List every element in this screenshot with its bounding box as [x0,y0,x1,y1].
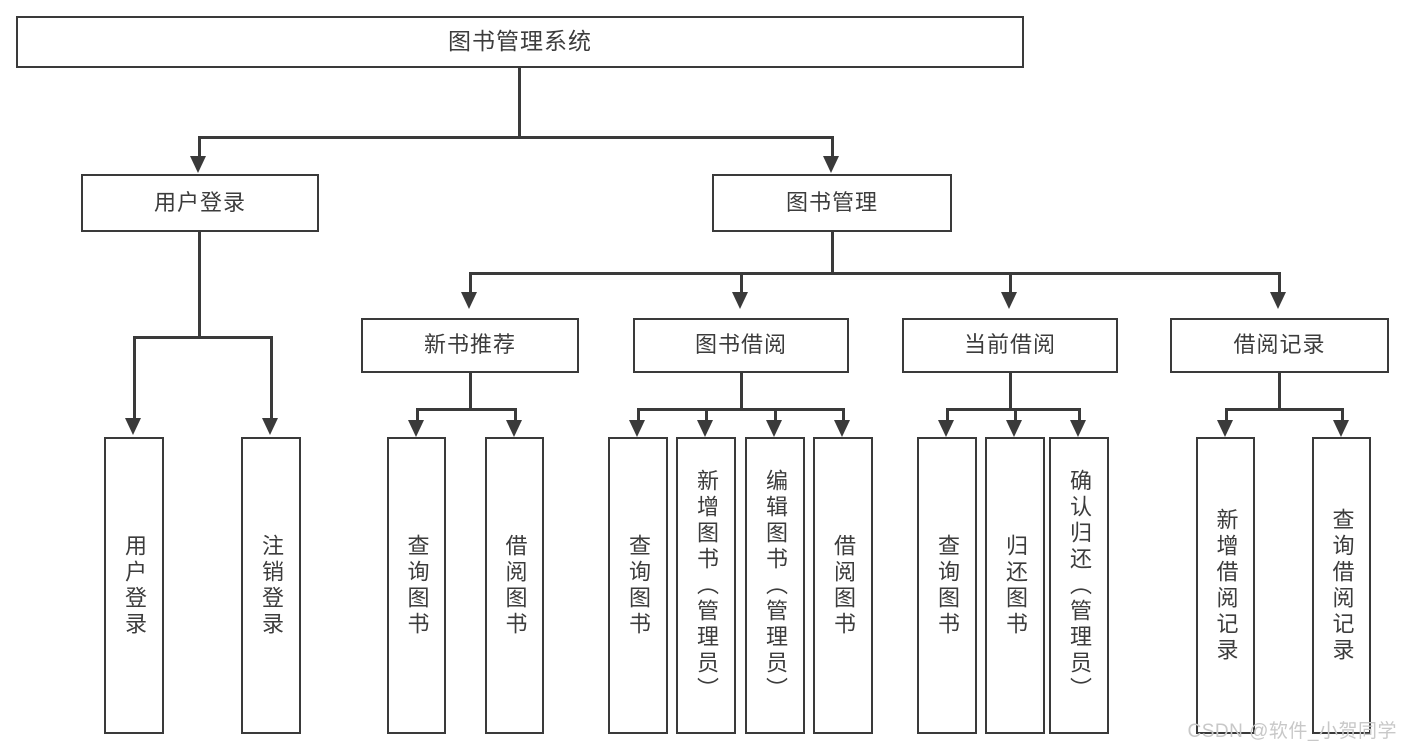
arrow-cb-leaf-2-icon [1006,420,1022,437]
connector-nbr-leaf-1 [416,408,419,422]
connector-ul-bus-left [133,336,136,418]
arrow-bb-leaf-2-icon [697,420,713,437]
node-leaf-add-record-label: 新增借阅记录 [1213,507,1239,664]
node-leaf-return-book-label: 归还图书 [1003,533,1028,638]
connector-bm-bus-c4 [1278,272,1281,300]
arrow-book-manage-icon [823,156,839,173]
node-leaf-return-book: 归还图书 [985,437,1045,734]
connector-book-manage-bus [469,272,1279,275]
node-book-borrow-label: 图书借阅 [694,332,787,358]
node-leaf-borrow-book-1: 借阅图书 [485,437,544,734]
node-new-book-recommend: 新书推荐 [361,318,579,373]
node-leaf-query-record: 查询借阅记录 [1312,437,1371,734]
node-leaf-query-book-2: 查询图书 [608,437,668,734]
node-leaf-borrow-book-2: 借阅图书 [813,437,873,734]
connector-cb-leaf-3 [1078,408,1081,422]
arrow-bb-leaf-4-icon [834,420,850,437]
arrow-nbr-icon [461,292,477,309]
connector-ul-bus-right [270,336,273,418]
node-current-borrow-label: 当前借阅 [963,332,1056,358]
node-borrow-record: 借阅记录 [1170,318,1389,373]
node-leaf-add-record: 新增借阅记录 [1196,437,1255,734]
node-root-label: 图书管理系统 [448,28,592,55]
arrow-user-login-icon [190,156,206,173]
node-leaf-query-book-3-label: 查询图书 [935,533,960,638]
connector-bm-bus-c3 [1009,272,1012,300]
node-user-login-label: 用户登录 [153,189,246,215]
node-leaf-edit-book: 编辑图书（管理员） [745,437,805,734]
connector-cb-leaf-2 [1014,408,1017,422]
connector-cb-bus [946,408,1079,411]
connector-bb-stem [740,373,743,408]
node-leaf-query-record-label: 查询借阅记录 [1329,507,1355,664]
node-leaf-logout-login: 注销登录 [241,437,301,734]
connector-nbr-bus [416,408,515,411]
arrow-bb-leaf-3-icon [766,420,782,437]
connector-root-bus [198,136,832,139]
node-leaf-user-login: 用户登录 [104,437,164,734]
arrow-br-leaf-1-icon [1217,420,1233,437]
connector-root-stem [518,68,521,136]
connector-nbr-leaf-2 [514,408,517,422]
node-leaf-add-book: 新增图书（管理员） [676,437,736,734]
connector-bb-leaf-3 [774,408,777,422]
connector-user-login-stem [198,232,201,336]
node-leaf-confirm-return: 确认归还（管理员） [1049,437,1109,734]
arrow-br-leaf-2-icon [1333,420,1349,437]
connector-br-stem [1278,373,1281,408]
connector-bb-leaf-4 [842,408,845,422]
node-leaf-add-book-label: 新增图书（管理员） [694,468,719,703]
arrow-cb-leaf-1-icon [938,420,954,437]
connector-bb-leaf-2 [705,408,708,422]
connector-user-login-bus [133,336,271,339]
arrow-nbr-leaf-1-icon [408,420,424,437]
arrow-bb-icon [732,292,748,309]
node-leaf-query-book-1: 查询图书 [387,437,446,734]
node-leaf-logout-login-label: 注销登录 [259,533,284,638]
node-leaf-query-book-3: 查询图书 [917,437,977,734]
node-leaf-confirm-return-label: 确认归还（管理员） [1067,468,1092,703]
connector-br-bus [1225,408,1342,411]
node-root: 图书管理系统 [16,16,1024,68]
arrow-br-icon [1270,292,1286,309]
node-book-manage-label: 图书管理 [785,189,878,215]
node-current-borrow: 当前借阅 [902,318,1118,373]
connector-br-leaf-1 [1225,408,1228,422]
connector-bm-bus-c1 [469,272,472,300]
connector-bb-leaf-1 [637,408,640,422]
node-leaf-query-book-1-label: 查询图书 [404,533,430,638]
arrow-cb-icon [1001,292,1017,309]
node-new-book-recommend-label: 新书推荐 [423,332,516,358]
connector-bm-bus-c2 [740,272,743,300]
node-leaf-borrow-book-2-label: 借阅图书 [831,533,856,638]
node-book-borrow: 图书借阅 [633,318,849,373]
connector-book-manage-stem [831,232,834,272]
connector-bus-to-user-login [198,136,201,156]
node-leaf-borrow-book-1-label: 借阅图书 [502,533,528,638]
node-leaf-edit-book-label: 编辑图书（管理员） [763,468,788,703]
arrow-leaf-logout-icon [262,418,278,435]
node-user-login: 用户登录 [81,174,319,232]
connector-cb-leaf-1 [946,408,949,422]
node-borrow-record-label: 借阅记录 [1233,332,1326,358]
connector-nbr-stem [469,373,472,408]
node-book-manage: 图书管理 [712,174,952,232]
arrow-leaf-user-login-icon [125,418,141,435]
node-leaf-query-book-2-label: 查询图书 [626,533,651,638]
connector-cb-stem [1009,373,1012,408]
connector-bb-bus [637,408,843,411]
connector-br-leaf-2 [1341,408,1344,422]
connector-bus-to-book-manage [831,136,834,156]
arrow-bb-leaf-1-icon [629,420,645,437]
arrow-nbr-leaf-2-icon [506,420,522,437]
arrow-cb-leaf-3-icon [1070,420,1086,437]
csdn-watermark: CSDN @软件_小贺同学 [1187,721,1397,742]
node-leaf-user-login-label: 用户登录 [122,533,147,638]
